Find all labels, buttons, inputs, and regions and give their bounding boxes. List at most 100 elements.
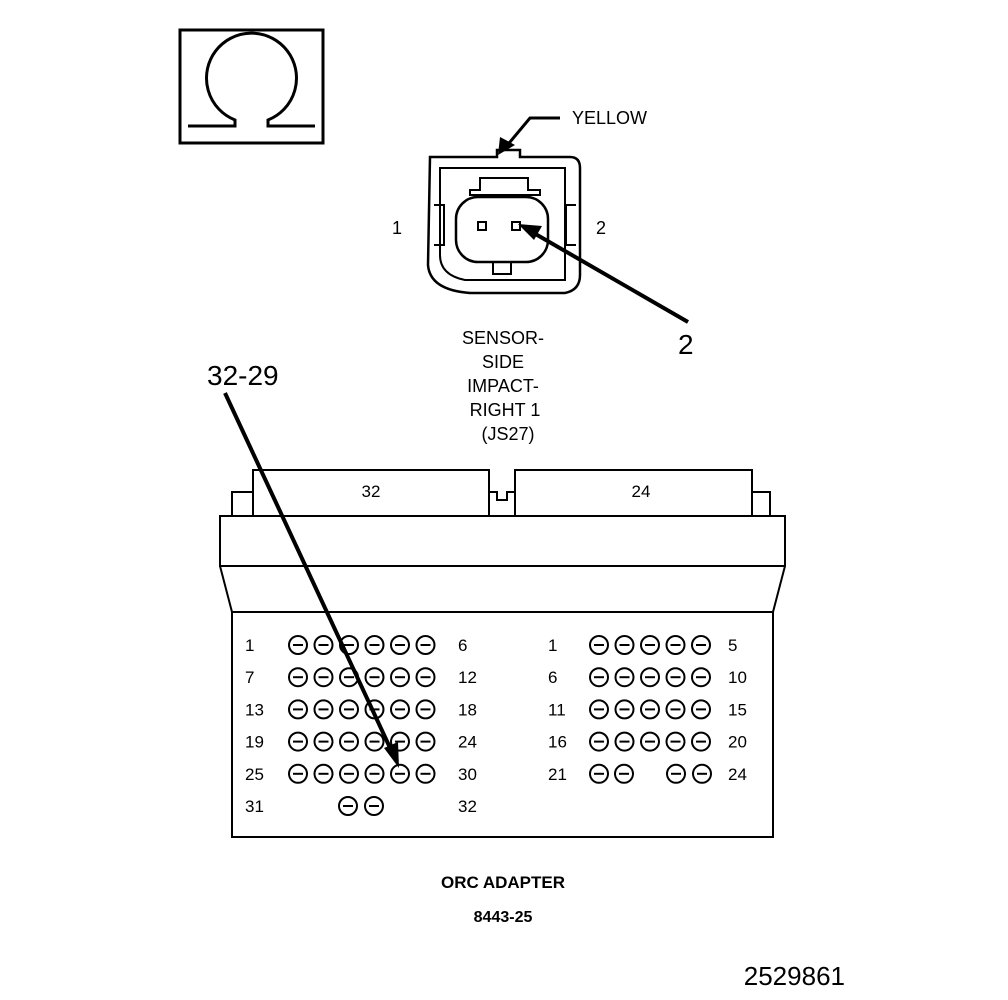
pin-number-label: 30 xyxy=(458,765,477,784)
sensor-name-line: RIGHT 1 xyxy=(470,400,541,420)
figure-number: 2529861 xyxy=(744,961,845,991)
sensor-name: SENSOR- SIDE IMPACT- RIGHT 1 (JS27) xyxy=(462,328,544,444)
pin-number-label: 21 xyxy=(548,765,567,784)
pin-cavity xyxy=(666,763,686,784)
pin-number-label: 6 xyxy=(548,668,557,687)
pin-cavity xyxy=(589,635,609,655)
pin-cavity xyxy=(390,635,410,655)
pin-number-label: 20 xyxy=(728,733,747,752)
pin-cavity xyxy=(614,763,634,784)
pin-cavity xyxy=(364,667,385,688)
pin-cavity xyxy=(313,667,334,688)
pin-number-label: 1 xyxy=(548,636,557,655)
pin-cavity xyxy=(640,635,660,655)
sensor-name-line: SIDE xyxy=(482,352,524,372)
pin-cavity xyxy=(288,667,308,688)
pin-cavity xyxy=(313,699,334,720)
pin-cavity xyxy=(313,731,334,752)
callout-2-leader xyxy=(518,224,689,324)
connector-side-label-1: 1 xyxy=(392,218,402,238)
adapter-part-number: 8443-25 xyxy=(474,909,533,926)
pin-cavity xyxy=(364,635,385,655)
pin-number-label: 6 xyxy=(458,636,467,655)
pin-number-label: 25 xyxy=(245,765,264,784)
pin-cavity xyxy=(640,731,660,752)
pin-number-label: 31 xyxy=(245,797,264,816)
pin-number-label: 24 xyxy=(458,733,477,752)
pin-number-label: 7 xyxy=(245,668,254,687)
pin-number-label: 10 xyxy=(728,668,747,687)
sensor-connector xyxy=(426,148,582,295)
sensor-name-line: (JS27) xyxy=(481,424,534,444)
pin-number-label: 32 xyxy=(458,797,477,816)
pin-cavity xyxy=(614,699,635,720)
pin-cavity xyxy=(288,731,308,752)
pin-cavity xyxy=(364,731,385,752)
pin-cavity xyxy=(288,635,308,655)
pin-cavity xyxy=(390,763,410,784)
pin-number-label: 15 xyxy=(728,700,747,719)
adapter-title: ORC ADAPTER xyxy=(441,873,565,892)
pin-cavity xyxy=(692,763,712,784)
pin-cavity xyxy=(364,796,384,816)
pin-cavity xyxy=(614,731,635,752)
pin-cavity xyxy=(415,667,436,688)
pin-cavity xyxy=(390,667,410,688)
pin-cavity xyxy=(339,699,359,720)
pin-number-label: 12 xyxy=(458,668,477,687)
connector-color-label: YELLOW xyxy=(572,108,647,128)
pin-cavity xyxy=(665,635,686,655)
pin-cavity xyxy=(415,763,436,784)
pin-number-label: 11 xyxy=(548,700,566,719)
pin-cavity xyxy=(691,667,711,688)
pin-cavity xyxy=(691,699,711,720)
cavity-2 xyxy=(511,221,521,231)
pin-cavity xyxy=(640,699,660,720)
callout-32-29-label: 32-29 xyxy=(207,360,279,391)
sensor-name-line: IMPACT- xyxy=(467,376,539,396)
pin-number-label: 13 xyxy=(245,700,264,719)
yellow-leader xyxy=(498,116,560,155)
pin-cavity xyxy=(589,763,609,784)
callout-32-29-leader xyxy=(223,392,399,768)
pin-cavity xyxy=(390,699,410,720)
pin-number-label: 18 xyxy=(458,700,477,719)
sensor-name-line: SENSOR- xyxy=(462,328,544,348)
pin-cavity xyxy=(614,667,635,688)
pin-cavity xyxy=(339,635,359,655)
pin-cavity xyxy=(415,635,436,655)
pin-number-label: 24 xyxy=(728,765,747,784)
pin-cavity xyxy=(339,731,359,752)
orc-adapter xyxy=(219,469,786,838)
pin-number-label: 1 xyxy=(245,636,254,655)
pin-number-label: 16 xyxy=(548,733,567,752)
left-tab-label: 32 xyxy=(362,482,381,501)
pin-cavity xyxy=(364,763,385,784)
pin-number-label: 5 xyxy=(728,636,737,655)
pin-cavity xyxy=(614,635,635,655)
pin-cavity xyxy=(288,763,308,784)
pin-cavity xyxy=(589,667,609,688)
pin-cavity xyxy=(589,699,609,720)
pin-cavity xyxy=(691,731,711,752)
callout-2-label: 2 xyxy=(678,329,694,360)
pin-cavity xyxy=(665,731,686,752)
pin-cavity xyxy=(338,796,358,816)
cavity-1 xyxy=(477,221,487,231)
pin-cavity xyxy=(665,699,686,720)
pin-cavity xyxy=(415,699,436,720)
pin-cavity xyxy=(313,635,334,655)
pin-cavity xyxy=(691,635,711,655)
connector-side-label-2: 2 xyxy=(596,218,606,238)
right-tab-label: 24 xyxy=(632,482,651,501)
pin-cavity xyxy=(288,699,308,720)
pin-cavity xyxy=(640,667,660,688)
pin-number-label: 19 xyxy=(245,733,264,752)
ohm-icon xyxy=(178,28,325,145)
pin-cavity xyxy=(390,731,410,752)
pin-cavity xyxy=(313,763,334,784)
pin-cavity xyxy=(415,731,436,752)
pin-cavity xyxy=(665,667,686,688)
